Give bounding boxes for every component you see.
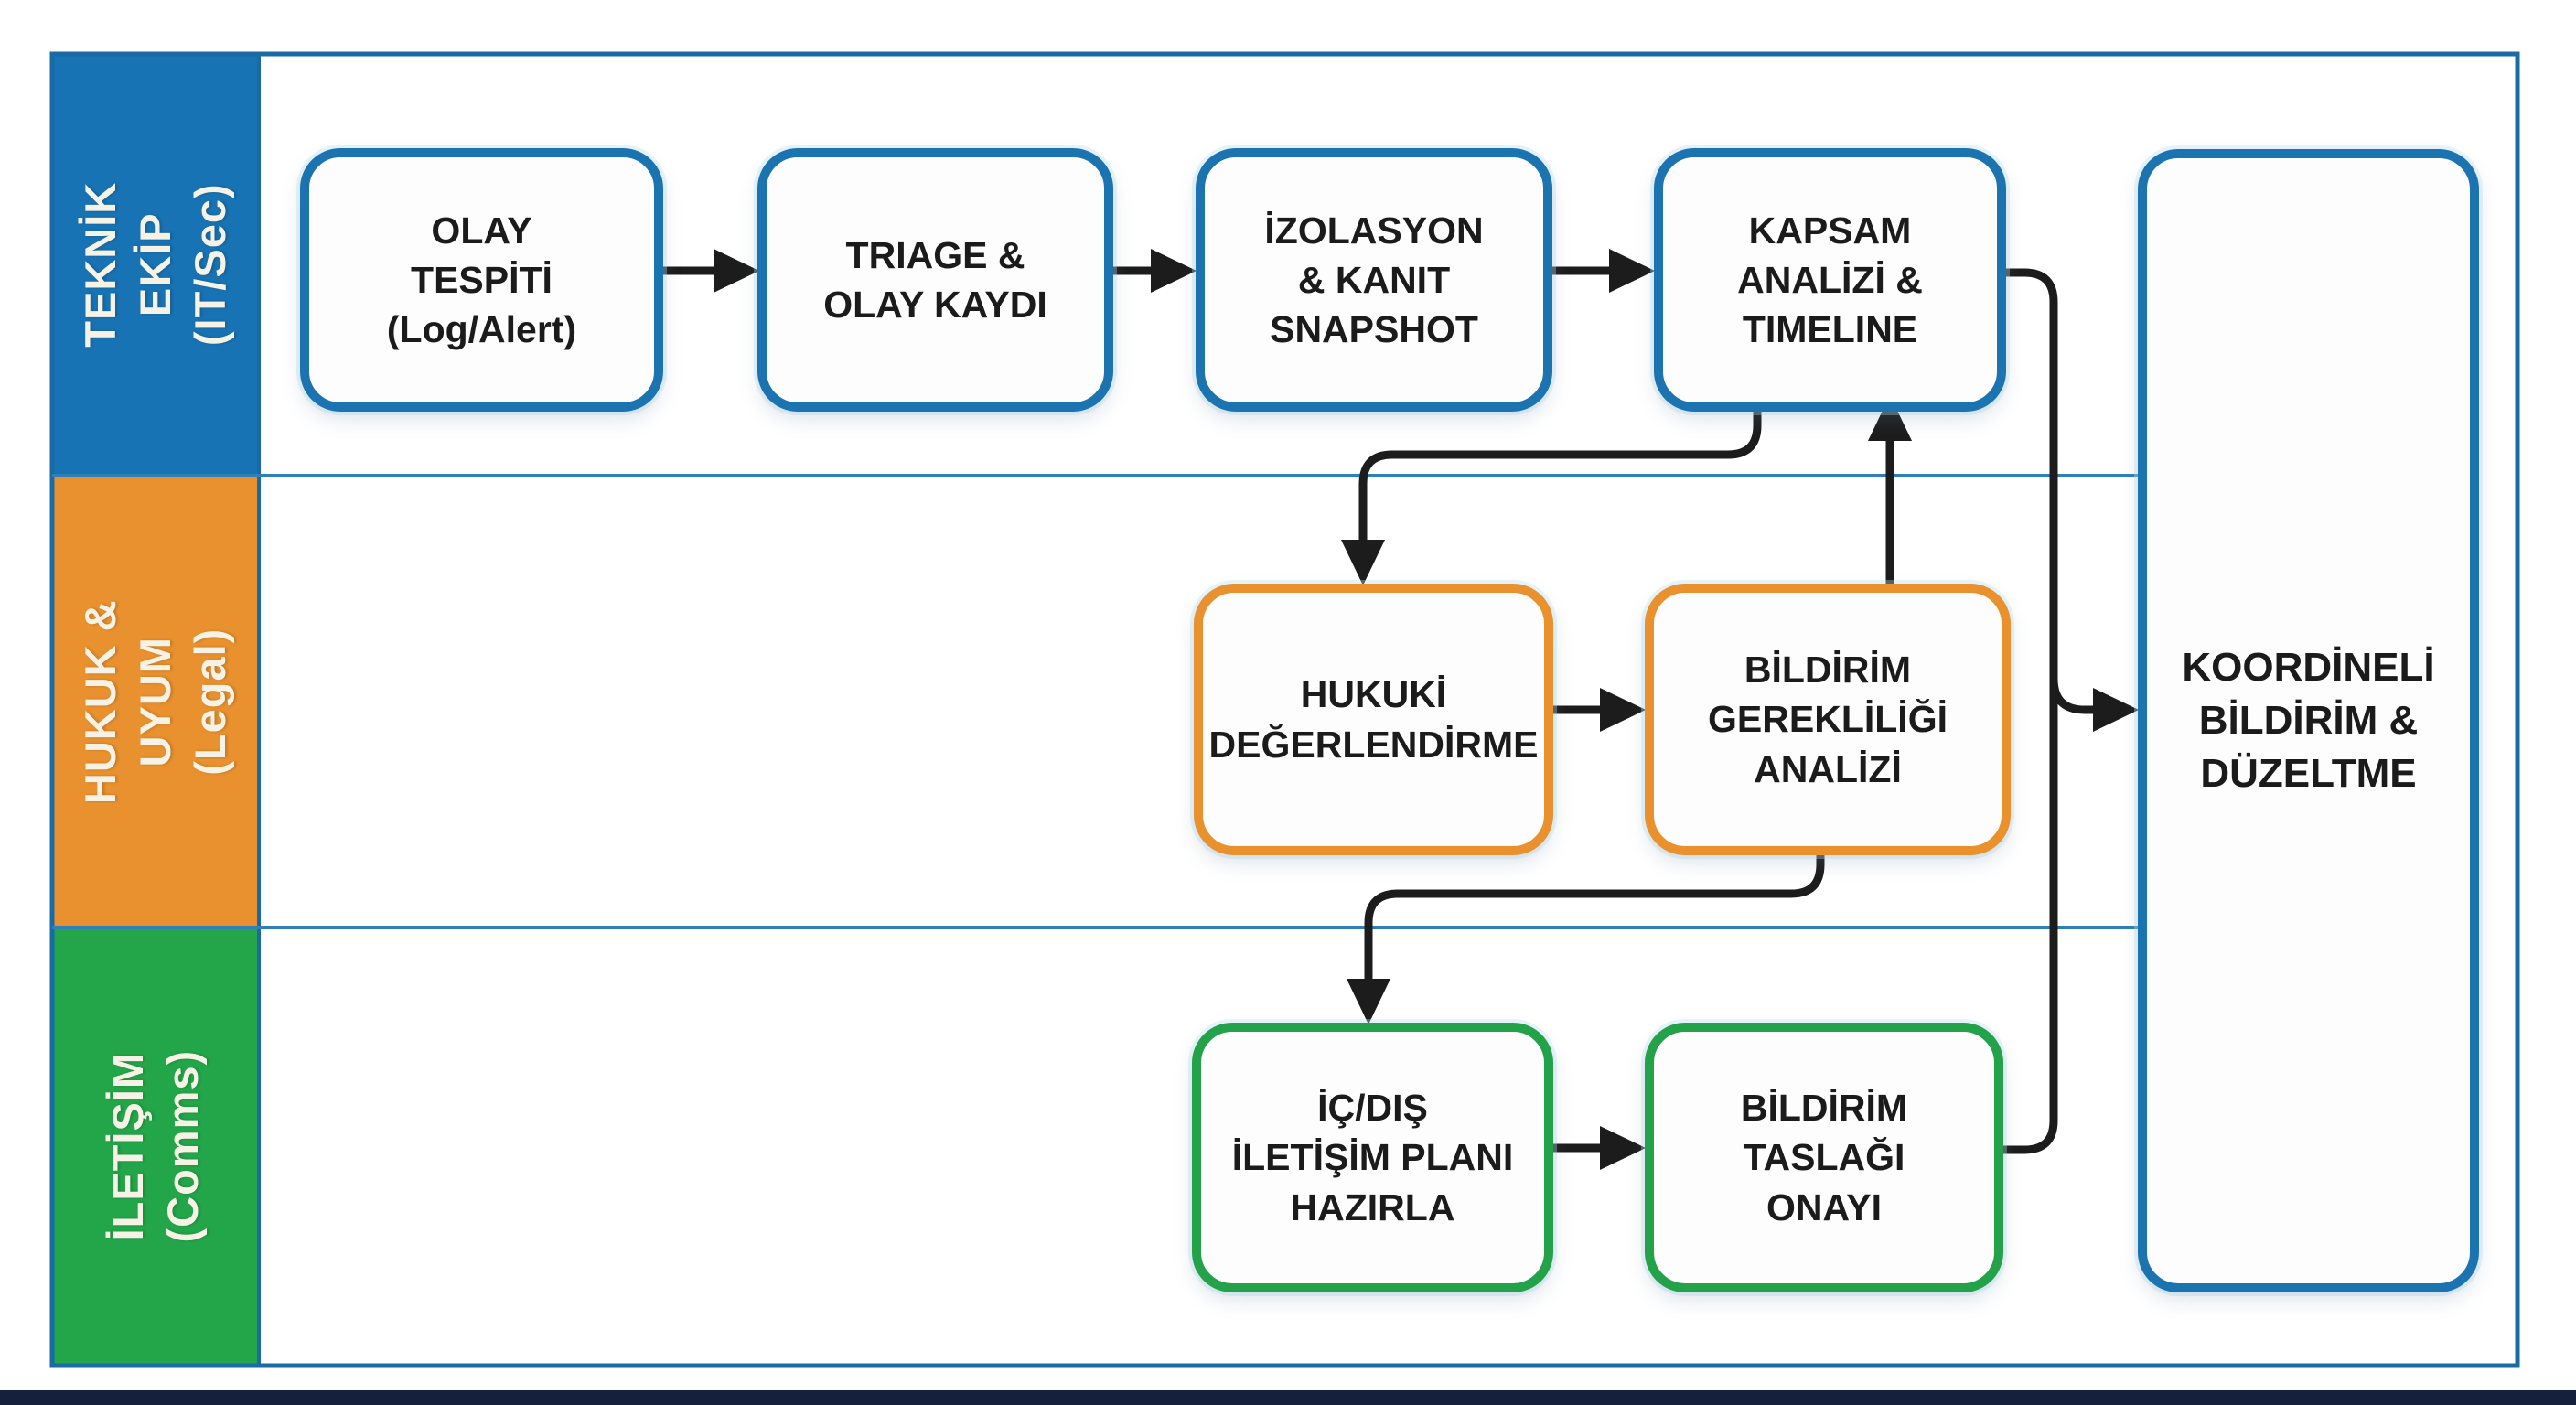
node-izolasyon: İZOLASYON & KANIT SNAPSHOT (1196, 148, 1552, 412)
lane-band-hukuk: HUKUK & UYUM (Legal) (52, 476, 259, 928)
node-kapsam-label: KAPSAM ANALİZİ & TIMELINE (1737, 209, 1923, 351)
node-ic-dis-plan-label: İÇ/DIŞ İLETİŞİM PLANI HAZIRLA (1231, 1087, 1514, 1228)
footer-strip (0, 1390, 2576, 1405)
node-hukuki-degerlendirme: HUKUKİ DEĞERLENDİRME (1194, 584, 1553, 855)
node-ic-dis-plan: İÇ/DIŞ İLETİŞİM PLANI HAZIRLA (1192, 1023, 1553, 1292)
arrow-trunk-to-koordineli (2049, 678, 2096, 714)
arrowhead-izolasyon-to-kapsam (1609, 249, 1655, 293)
node-hukuki-degerlendirme-label: HUKUKİ DEĞERLENDİRME (1208, 673, 1539, 766)
arrowhead-gereklilik-to-kapsam (1868, 395, 1912, 441)
arrow-trunk-kapsam-taslak (1985, 268, 2058, 1154)
node-koordineli-bildirim-label: KOORDİNELİ BİLDİRİM & DÜZELTME (2182, 644, 2435, 797)
arrow-kapsam-to-hukuki (1358, 393, 1762, 542)
lane-band-iletisim: İLETİŞİM (Comms) (52, 928, 259, 1366)
lane-band-teknik: TEKNİK EKİP (IT/Sec) (52, 54, 259, 476)
node-bildirim-gerekliligi: BİLDİRİM GEREKLİLİĞİ ANALİZİ (1645, 584, 2011, 855)
arrowhead-hukuki-to-gereklilik (1600, 688, 1646, 732)
node-olay-tespiti: OLAY TESPİTİ (Log/Alert) (300, 148, 663, 412)
arrowhead-gereklilik-to-icdis (1347, 979, 1390, 1024)
node-izolasyon-label: İZOLASYON & KANIT SNAPSHOT (1264, 209, 1484, 351)
arrow-gereklilik-to-icdis (1364, 837, 1825, 981)
node-bildirim-gerekliligi-label: BİLDİRİM GEREKLİLİĞİ ANALİZİ (1708, 649, 1948, 790)
node-bildirim-taslagi: BİLDİRİM TASLAĞI ONAYI (1645, 1023, 2003, 1292)
node-triage-label: TRIAGE & OLAY KAYDI (823, 233, 1047, 326)
arrowhead-triage-to-izolasyon (1151, 249, 1197, 293)
arrowhead-kapsam-to-hukuki (1341, 540, 1385, 585)
node-triage: TRIAGE & OLAY KAYDI (757, 148, 1113, 412)
node-kapsam: KAPSAM ANALİZİ & TIMELINE (1654, 148, 2006, 412)
diagram-outer-border (49, 51, 2520, 1368)
arrowhead-olay-to-triage (714, 249, 759, 293)
arrowhead-icdis-to-taslak (1600, 1126, 1646, 1170)
node-koordineli-bildirim: KOORDİNELİ BİLDİRİM & DÜZELTME (2138, 149, 2479, 1292)
arrowhead-trunk-to-koordineli (2093, 688, 2139, 732)
node-olay-tespiti-label: OLAY TESPİTİ (Log/Alert) (386, 209, 577, 351)
node-bildirim-taslagi-label: BİLDİRİM TASLAĞI ONAYI (1740, 1087, 1908, 1228)
